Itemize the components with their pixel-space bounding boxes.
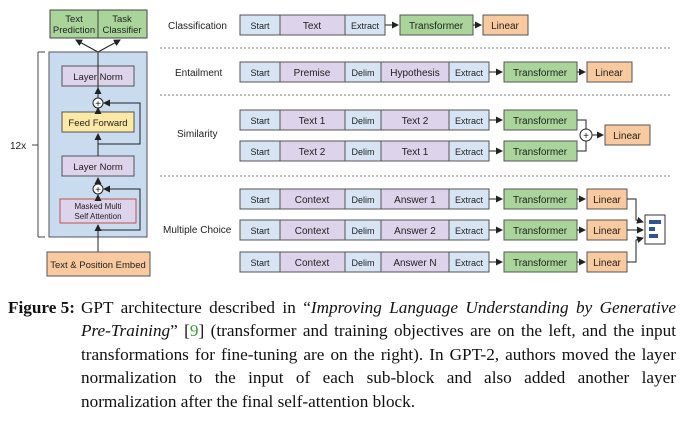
- token-delim: Delim: [351, 226, 374, 236]
- transformer-block: Transformer: [513, 116, 568, 127]
- figure-caption: Figure 5: GPT architecture described in …: [8, 296, 676, 413]
- entailment-row: Start Premise Delim Hypothesis Extract T…: [239, 61, 633, 83]
- token-context: Context: [295, 226, 330, 237]
- token-answer1: Answer 1: [394, 195, 436, 206]
- token-extract: Extract: [455, 195, 484, 205]
- token-start: Start: [250, 68, 270, 78]
- text-position-embed: [46, 251, 151, 277]
- token-context: Context: [295, 195, 330, 206]
- figure-label: Figure 5:: [8, 298, 75, 317]
- transformer-block: Transformer: [513, 68, 568, 79]
- linear-block: Linear: [613, 131, 641, 142]
- task-entailment: Entailment: [175, 68, 222, 79]
- token-extract: Extract: [455, 116, 484, 126]
- token-extract: Extract: [455, 258, 484, 268]
- token-start: Start: [250, 147, 270, 157]
- layer-norm-bottom-label: Layer Norm: [73, 162, 123, 173]
- token-delim: Delim: [351, 147, 374, 157]
- linear-block: Linear: [595, 68, 623, 79]
- similarity-row-2: Start Text 2 Delim Text 1 Extract Transf…: [239, 140, 578, 162]
- linear-block: Linear: [593, 195, 621, 206]
- multiple-choice-row-1: Start Context Delim Answer 1 Extract Tra…: [239, 188, 628, 210]
- residual-plus-top: +: [95, 99, 101, 110]
- token-delim: Delim: [351, 116, 374, 126]
- token-delim: Delim: [351, 195, 374, 205]
- token-context: Context: [295, 258, 330, 269]
- token-premise: Premise: [294, 68, 331, 79]
- transformer-block: Transformer: [513, 147, 568, 158]
- caption-text: GPT architecture described in “Improving…: [81, 298, 676, 411]
- token-text: Text: [303, 21, 322, 32]
- transformer-block: Transformer: [513, 258, 568, 269]
- token-answer2: Answer 2: [394, 226, 436, 237]
- similarity-row-1: Start Text 1 Delim Text 2 Extract Transf…: [239, 109, 578, 131]
- token-delim: Delim: [351, 258, 374, 268]
- masked-attention-block: [59, 198, 137, 224]
- softmax-output-icon: [644, 214, 666, 245]
- token-start: Start: [250, 195, 270, 205]
- similarity-plus: +: [583, 131, 589, 142]
- token-start: Start: [250, 21, 270, 31]
- token-text2: Text 2: [402, 116, 429, 127]
- paper-title: Improving Language Understanding by Gene…: [81, 298, 676, 341]
- citation-link[interactable]: 9: [189, 321, 199, 341]
- token-extract: Extract: [351, 21, 380, 31]
- feed-forward-label: Feed Forward: [68, 118, 127, 129]
- multiple-choice-row-n: Start Context Delim Answer N Extract Tra…: [239, 251, 628, 273]
- token-text1: Text 1: [402, 147, 429, 158]
- token-extract: Extract: [455, 226, 484, 236]
- classification-row: Start Text Extract Transformer Linear: [239, 14, 529, 36]
- text-position-embed-label: Text & Position Embed: [50, 260, 146, 271]
- token-start: Start: [250, 116, 270, 126]
- token-start: Start: [250, 226, 270, 236]
- token-extract: Extract: [455, 147, 484, 157]
- transformer-block: Transformer: [513, 195, 568, 206]
- token-hypothesis: Hypothesis: [390, 68, 439, 79]
- token-answerN: Answer N: [393, 258, 436, 269]
- token-text2: Text 2: [299, 147, 326, 158]
- token-text1: Text 1: [299, 116, 326, 127]
- similarity-linear: [604, 124, 651, 146]
- task-similarity: Similarity: [177, 129, 218, 140]
- repeat-12x-label: 12x: [10, 141, 26, 152]
- linear-block: Linear: [593, 226, 621, 237]
- linear-block: Linear: [593, 258, 621, 269]
- residual-plus-bottom: +: [95, 185, 101, 196]
- transformer-block: Transformer: [409, 21, 464, 32]
- linear-block: Linear: [491, 21, 519, 32]
- multiple-choice-row-2: Start Context Delim Answer 2 Extract Tra…: [239, 219, 628, 241]
- token-start: Start: [250, 258, 270, 268]
- task-classification: Classification: [168, 21, 227, 32]
- token-delim: Delim: [351, 68, 374, 78]
- task-multiple-choice: Multiple Choice: [163, 225, 232, 236]
- transformer-block: Transformer: [513, 226, 568, 237]
- token-extract: Extract: [455, 68, 484, 78]
